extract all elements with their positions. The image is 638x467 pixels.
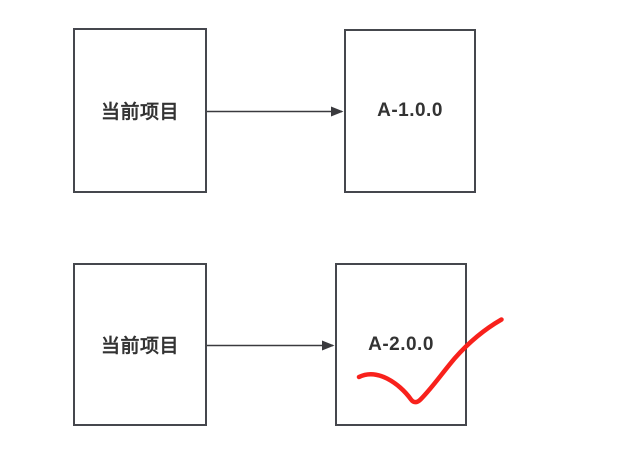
node-current-project-top: 当前项目 (73, 28, 207, 193)
node-label: A-1.0.0 (377, 100, 443, 121)
node-current-project-bottom: 当前项目 (73, 263, 207, 426)
node-version-a-2-0-0: A-2.0.0 (335, 263, 467, 426)
node-label: A-2.0.0 (368, 333, 434, 355)
node-label: 当前项目 (100, 336, 179, 357)
node-label: 当前项目 (100, 102, 179, 123)
node-version-a-1-0-0: A-1.0.0 (344, 29, 476, 193)
